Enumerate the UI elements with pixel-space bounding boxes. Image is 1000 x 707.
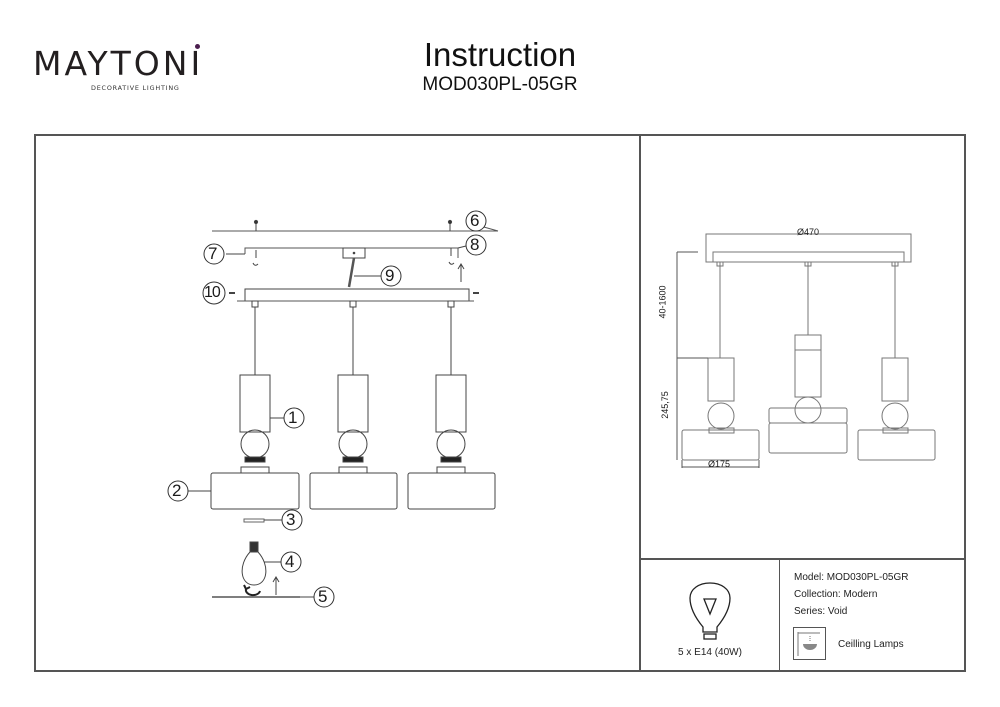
bulb-spec: 5 x E14 (40W) — [678, 647, 742, 658]
arrow-up-icon — [457, 263, 465, 282]
ceiling-lamp-icon — [793, 627, 826, 660]
spec-collection: Collection: Modern — [794, 589, 878, 600]
arrow-up-icon — [272, 576, 280, 595]
callout-10: 10 — [204, 284, 221, 301]
callout-4: 4 — [285, 552, 295, 571]
spec-inner-divider — [779, 559, 780, 672]
dim-pendant-left — [681, 357, 760, 461]
callout-5: 5 — [318, 587, 328, 606]
dim-shade-diameter: Ø175 — [708, 459, 731, 469]
brand-tagline: DECORATIVE LIGHTING — [91, 84, 180, 92]
model-code: MOD030PL-05GR — [422, 74, 578, 95]
dim-canopy-width: Ø470 — [797, 227, 820, 237]
dim-pendant-right — [857, 357, 936, 461]
pendant-center — [309, 300, 398, 510]
callout-7: 7 — [208, 244, 218, 263]
spec-divider — [640, 558, 966, 560]
pendant-right — [407, 300, 496, 510]
callout-1: 1 — [288, 408, 298, 427]
screw-icon — [252, 250, 259, 266]
wire-chain — [347, 257, 356, 288]
rotate-icon — [243, 584, 261, 597]
callout-3: 3 — [286, 510, 296, 529]
page-title: Instruction — [423, 36, 577, 73]
dim-pendant-center — [768, 334, 848, 454]
spec-series: Series: Void — [794, 606, 848, 617]
screw-icon — [448, 248, 455, 265]
light-bulb-icon — [241, 541, 267, 586]
screw-icon — [253, 219, 259, 231]
callout-8: 8 — [470, 235, 480, 254]
screw-icon — [447, 219, 453, 231]
callout-2: 2 — [172, 481, 182, 500]
brand-name: MAYTONI — [33, 44, 204, 83]
brand-logo: MAYTONI DECORATIVE LIGHTING — [33, 44, 204, 92]
spec-model: Model: MOD030PL-05GR — [794, 572, 909, 583]
panel-divider — [639, 134, 641, 672]
instruction-frame — [34, 134, 966, 672]
callout-9: 9 — [385, 266, 395, 285]
category-label: Ceilling Lamps — [838, 639, 904, 650]
logo-accent-dot — [195, 44, 200, 49]
callout-6: 6 — [470, 211, 480, 230]
